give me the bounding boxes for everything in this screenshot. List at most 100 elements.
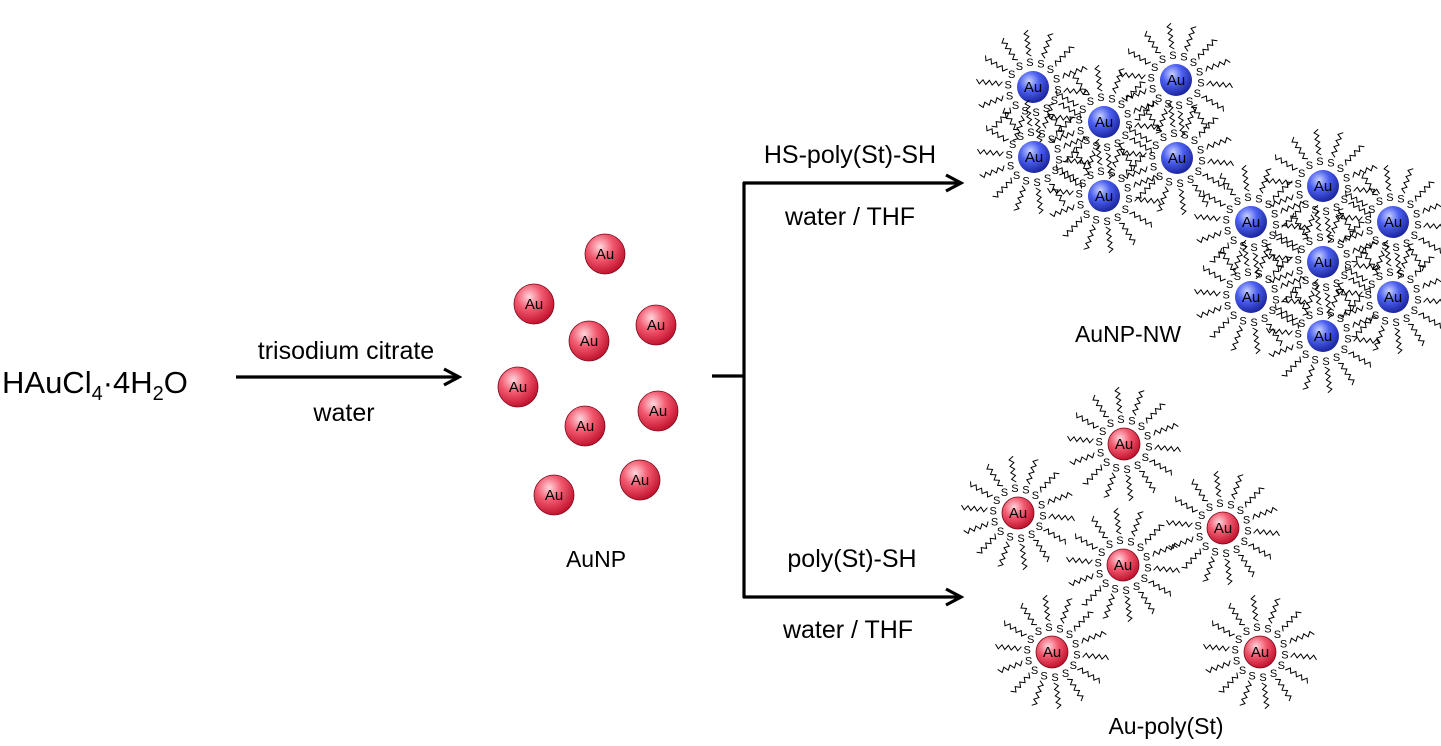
sulfur-atom: S <box>1372 310 1379 322</box>
polymer-chain <box>1121 88 1147 102</box>
polymer-chain <box>1055 116 1076 137</box>
sulfur-atom: S <box>1333 278 1340 290</box>
gold-core: Au <box>1161 142 1193 174</box>
polymer-chain <box>1064 157 1091 166</box>
sulfur-atom: S <box>1296 340 1303 352</box>
au-label: Au <box>1214 520 1232 537</box>
sulfur-atom: S <box>1237 505 1244 517</box>
sulfur-atom: S <box>1006 532 1013 544</box>
polymer-chain <box>1178 188 1187 216</box>
polymer-chain <box>1020 602 1038 626</box>
sulfur-atom: S <box>1181 129 1188 141</box>
au-label: Au <box>580 333 598 350</box>
polymer-chain <box>1201 95 1224 112</box>
sulfur-atom: S <box>1341 194 1348 206</box>
au-label: Au <box>596 246 614 263</box>
lower-branch-solvent: water / THF <box>782 616 913 644</box>
polymer-chain <box>1048 513 1075 522</box>
sulfur-atom: S <box>1094 558 1101 570</box>
sulfur-atom: S <box>1011 483 1018 495</box>
polymer-chain <box>1002 107 1020 131</box>
sulfur-atom: S <box>1226 279 1233 291</box>
gold-core: Au <box>1307 320 1339 352</box>
sulfur-atom: S <box>1211 547 1218 559</box>
sulfur-atom: S <box>1017 533 1024 545</box>
sulfur-atom: S <box>1122 585 1129 597</box>
sulfur-atom: S <box>1186 96 1193 108</box>
sulfur-atom: S <box>1070 660 1077 672</box>
au-label: Au <box>1167 72 1185 89</box>
polymer-chain <box>1175 496 1198 513</box>
polymer-chain <box>1196 230 1222 244</box>
polymer-chain <box>1209 242 1230 263</box>
polymer-chain <box>1241 164 1250 192</box>
polymer-chain <box>1122 166 1148 180</box>
gold-core: Au <box>1001 496 1035 530</box>
sulfur-atom: S <box>1073 649 1080 661</box>
polymer-chain <box>1054 46 1075 67</box>
polymer-chain <box>1105 152 1114 180</box>
polymer-chain <box>1062 65 1088 79</box>
sulfur-atom: S <box>1112 463 1119 475</box>
sulfur-atom: S <box>1366 226 1373 238</box>
sulfur-atom: S <box>1022 176 1029 188</box>
polymer-chain <box>1155 108 1169 134</box>
sulfur-atom: S <box>1103 457 1110 469</box>
polymer-chain <box>961 504 988 513</box>
sulfur-atom: S <box>1366 301 1373 313</box>
sulfur-atom: S <box>1176 178 1183 190</box>
sulfur-atom: S <box>1048 134 1055 146</box>
sulfur-atom: S <box>1114 212 1121 224</box>
polymer-chain <box>1344 221 1365 242</box>
sulfur-atom: S <box>1222 548 1229 560</box>
sulfur-atom: S <box>1083 135 1090 147</box>
polymer-chain <box>1062 216 1083 237</box>
sulfur-atom: S <box>1261 313 1268 325</box>
polymer-chain <box>1181 548 1202 569</box>
polymer-chain <box>1244 487 1265 508</box>
sulfur-atom: S <box>1255 193 1262 205</box>
polymer-chain <box>1267 598 1281 624</box>
sulfur-atom: S <box>1160 132 1167 144</box>
sulfur-atom: S <box>1337 239 1344 251</box>
sulfur-atom: S <box>1092 215 1099 227</box>
polymer-chain <box>1423 297 1441 305</box>
sulfur-atom: S <box>1124 108 1131 120</box>
sulfur-atom: S <box>1023 645 1030 657</box>
sulfur-atom: S <box>1376 196 1383 208</box>
aunp-particle: Au <box>564 405 606 447</box>
polymer-chain <box>1081 630 1107 644</box>
polymer-chain <box>1348 277 1371 294</box>
polymer-chain <box>1128 48 1151 65</box>
sulfur-atom: S <box>1079 178 1086 190</box>
sulfur-atom: S <box>1075 189 1082 201</box>
sulfur-atom: S <box>1075 115 1082 127</box>
polymer-chain <box>1024 99 1033 127</box>
sulfur-atom: S <box>1343 172 1350 184</box>
polymer-chain <box>1072 146 1090 170</box>
polymer-chain <box>1219 247 1237 271</box>
polymer-chain <box>1265 248 1283 272</box>
sulfur-atom: S <box>1107 418 1114 430</box>
polymer-chain <box>1352 240 1378 254</box>
sulfur-atom: S <box>1127 536 1134 548</box>
polymer-chain <box>1351 242 1372 263</box>
sulfur-atom: S <box>1037 58 1044 70</box>
polymer-chain <box>1154 444 1181 453</box>
polymer-chain <box>1291 212 1309 236</box>
sulfur-atom: S <box>1197 77 1204 89</box>
polymer-chain <box>1043 528 1066 545</box>
polymer-chain <box>1218 672 1239 693</box>
sulfur-atom: S <box>1125 119 1132 131</box>
au-label: Au <box>1024 79 1042 96</box>
sulfur-atom: S <box>1298 168 1305 180</box>
sulfur-atom: S <box>993 495 1000 507</box>
polymer-chain <box>1148 580 1171 597</box>
sulfur-atom: S <box>1296 266 1303 278</box>
sulfur-atom: S <box>1137 542 1144 554</box>
polymer-chain <box>1253 528 1280 537</box>
au-label: Au <box>1251 644 1269 661</box>
